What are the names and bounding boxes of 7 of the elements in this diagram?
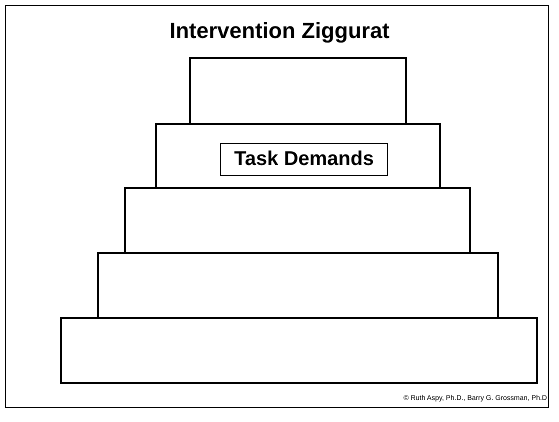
title: Intervention Ziggurat [168,18,390,44]
tier-box [97,252,499,319]
tier-box [60,317,538,384]
tier-box [155,123,441,189]
tier-box [124,187,471,254]
label-box: Task Demands [220,143,388,176]
tier-box [189,57,407,125]
